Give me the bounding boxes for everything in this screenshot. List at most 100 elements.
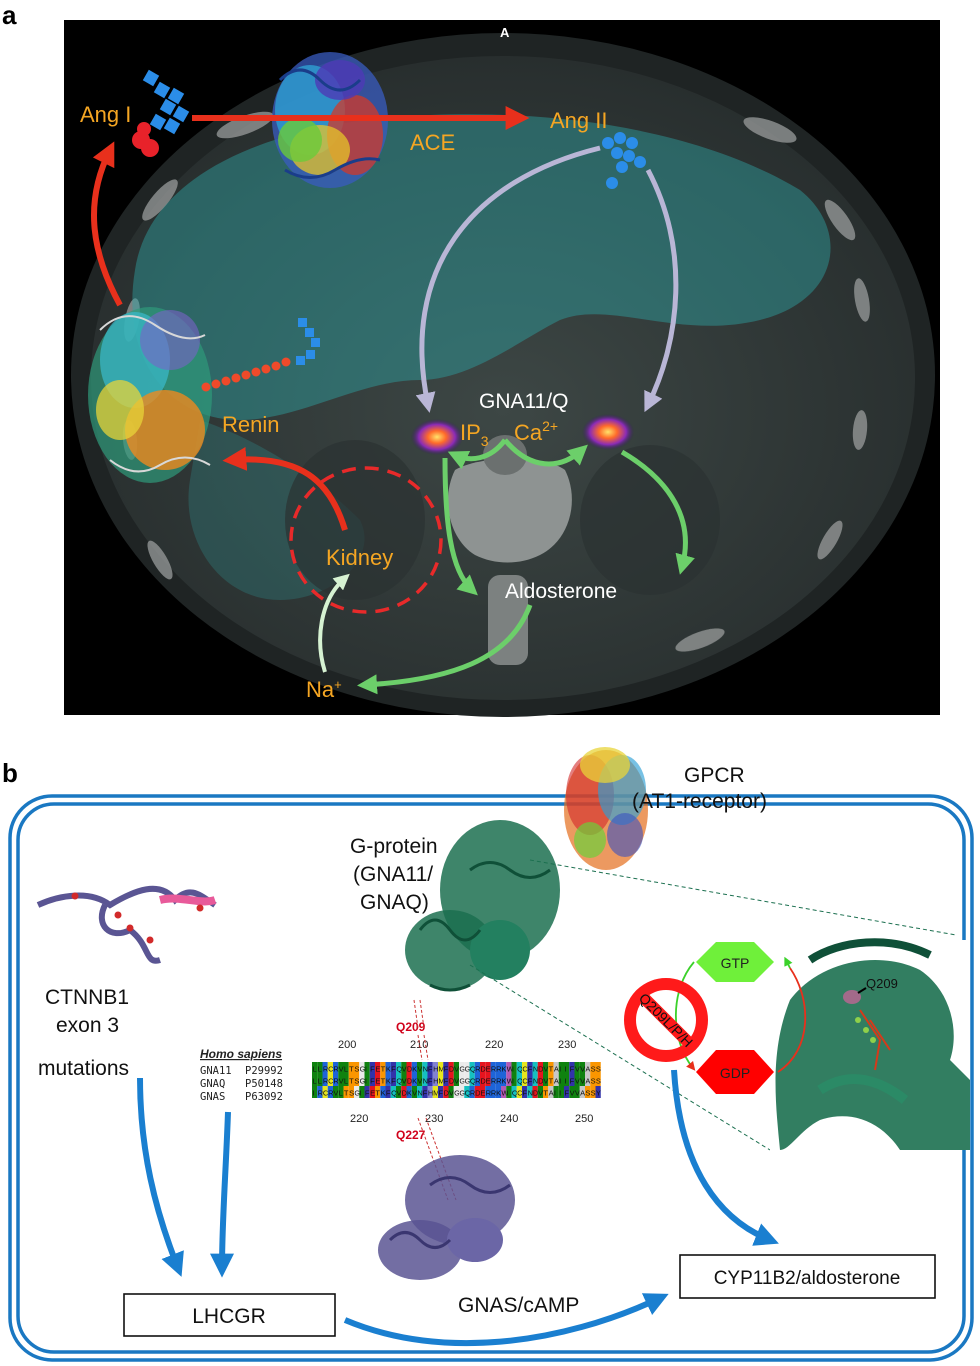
alignment-residue: N <box>417 1089 422 1098</box>
alignment-residue: V <box>402 1065 407 1074</box>
alignment-cell <box>448 1086 454 1098</box>
lhcgr-to-cyp-arrow <box>343 1293 669 1346</box>
alignment-cell <box>558 1086 564 1098</box>
alignment-cell <box>427 1086 433 1098</box>
alignment-cell <box>453 1074 459 1086</box>
q209-alignment-label: Q209 <box>396 1020 426 1034</box>
alignment-residue: K <box>386 1077 391 1086</box>
alignment-cell <box>438 1074 444 1086</box>
alignment-residue: I <box>554 1089 556 1098</box>
alignment-residue: R <box>491 1077 497 1086</box>
alignment-cell <box>590 1062 596 1074</box>
alignment-cell <box>516 1086 522 1098</box>
alignment-residue: V <box>538 1089 543 1098</box>
gdp-to-gtp-red-path <box>777 967 807 1073</box>
gdp-hexagon <box>696 1050 774 1094</box>
alignment-residue: G <box>454 1089 460 1098</box>
alignment-cell <box>348 1074 354 1086</box>
aldosterone-sodium-arrow <box>357 604 533 695</box>
alignment-residue: D <box>449 1077 455 1086</box>
alignment-cell <box>532 1074 538 1086</box>
alignment-residue: V <box>543 1077 548 1086</box>
alignment-residue: I <box>564 1065 566 1074</box>
alignment-cell <box>548 1074 554 1086</box>
alignment-cell <box>464 1086 470 1098</box>
alignment-cell <box>327 1086 333 1098</box>
alignment-residue: I <box>507 1089 509 1098</box>
alignment-residue: I <box>559 1065 561 1074</box>
alignment-residue: L <box>339 1089 343 1098</box>
alignment-cell <box>595 1074 601 1086</box>
alignment-cell <box>406 1062 412 1074</box>
alignment-residue: R <box>491 1089 497 1098</box>
alignment-residue: K <box>407 1089 412 1098</box>
alignment-cell <box>390 1062 396 1074</box>
top-tick-2: 220 <box>485 1039 503 1051</box>
panel-a-label: a <box>2 0 17 30</box>
alignment-cell <box>343 1086 349 1098</box>
alignment-residue: D <box>407 1077 413 1086</box>
alignment-residue: F <box>391 1065 396 1074</box>
alignment-cell <box>375 1086 381 1098</box>
alignment-cell <box>411 1086 417 1098</box>
alignment-residue: F <box>444 1065 449 1074</box>
cyp11b2-label: CYP11B2/aldosterone <box>714 1268 901 1289</box>
alignment-cell <box>480 1086 486 1098</box>
alignment-cell <box>532 1086 538 1098</box>
cyp11b2-box <box>679 1254 936 1299</box>
alignment-residue: E <box>370 1089 375 1098</box>
alignment-residue: K <box>412 1065 417 1074</box>
alignment-cell <box>506 1086 512 1098</box>
alignment-cell <box>543 1074 549 1086</box>
alignment-cell <box>369 1086 375 1098</box>
alignment-cell <box>501 1074 507 1086</box>
ang2-right-adrenal-arrow <box>644 168 679 413</box>
alignment-cell <box>495 1074 501 1086</box>
alignment-residue: R <box>333 1077 339 1086</box>
alignment-cell <box>522 1074 528 1086</box>
alignment-cell <box>385 1086 391 1098</box>
ct-orientation-marker: A <box>500 25 510 40</box>
alignment-cell <box>396 1062 402 1074</box>
alignment-cell <box>380 1062 386 1074</box>
alignment-cell <box>422 1074 428 1086</box>
alignment-residue: R <box>475 1065 481 1074</box>
renin-to-ang1-arrow <box>91 141 123 307</box>
panel-b-label: b <box>2 758 18 788</box>
gtp-to-gdp-arrow <box>674 961 696 1071</box>
alignment-residue: W <box>507 1065 515 1074</box>
alignment-cell <box>511 1074 517 1086</box>
alignment-residue: C <box>517 1089 523 1098</box>
alignment-cell <box>506 1074 512 1086</box>
alignment-cell <box>516 1074 522 1086</box>
ang2-peptide-icon <box>602 132 646 189</box>
alignment-cell <box>333 1086 339 1098</box>
alignment-residue: V <box>454 1077 459 1086</box>
alignment-residue: Q <box>517 1065 523 1074</box>
renin-label: Renin <box>222 412 279 437</box>
alignment-residue: V <box>339 1065 344 1074</box>
alignment-cell <box>359 1086 365 1098</box>
alignment-residue: H <box>433 1065 438 1074</box>
alignment-residue: C <box>522 1065 528 1074</box>
alignment-residue: D <box>480 1077 486 1086</box>
alignment-residue: Q <box>470 1065 476 1074</box>
alignment-cell <box>343 1062 349 1074</box>
alignment-residue: V <box>575 1077 580 1086</box>
alignment-residue: R <box>318 1089 324 1098</box>
alignment-cell <box>322 1062 328 1074</box>
alignment-cell <box>364 1086 370 1098</box>
alignment-residue: V <box>402 1077 407 1086</box>
ctnnb1-to-lhcgr-arrow <box>137 1077 184 1277</box>
alignment-cell <box>396 1086 402 1098</box>
alignment-residue: F <box>444 1077 449 1086</box>
alignment-cell <box>354 1074 360 1086</box>
alignment-residue: V <box>333 1089 338 1098</box>
kidney-label: Kidney <box>326 545 393 570</box>
alignment-cell <box>501 1062 507 1074</box>
alignment-residue: F <box>570 1077 575 1086</box>
protein-id-1: P50148 <box>245 1078 283 1090</box>
alignment-cell <box>427 1062 433 1074</box>
q227-alignment-label: Q227 <box>396 1128 426 1142</box>
gnas-ids-to-lhcgr-arrow <box>210 1111 235 1278</box>
